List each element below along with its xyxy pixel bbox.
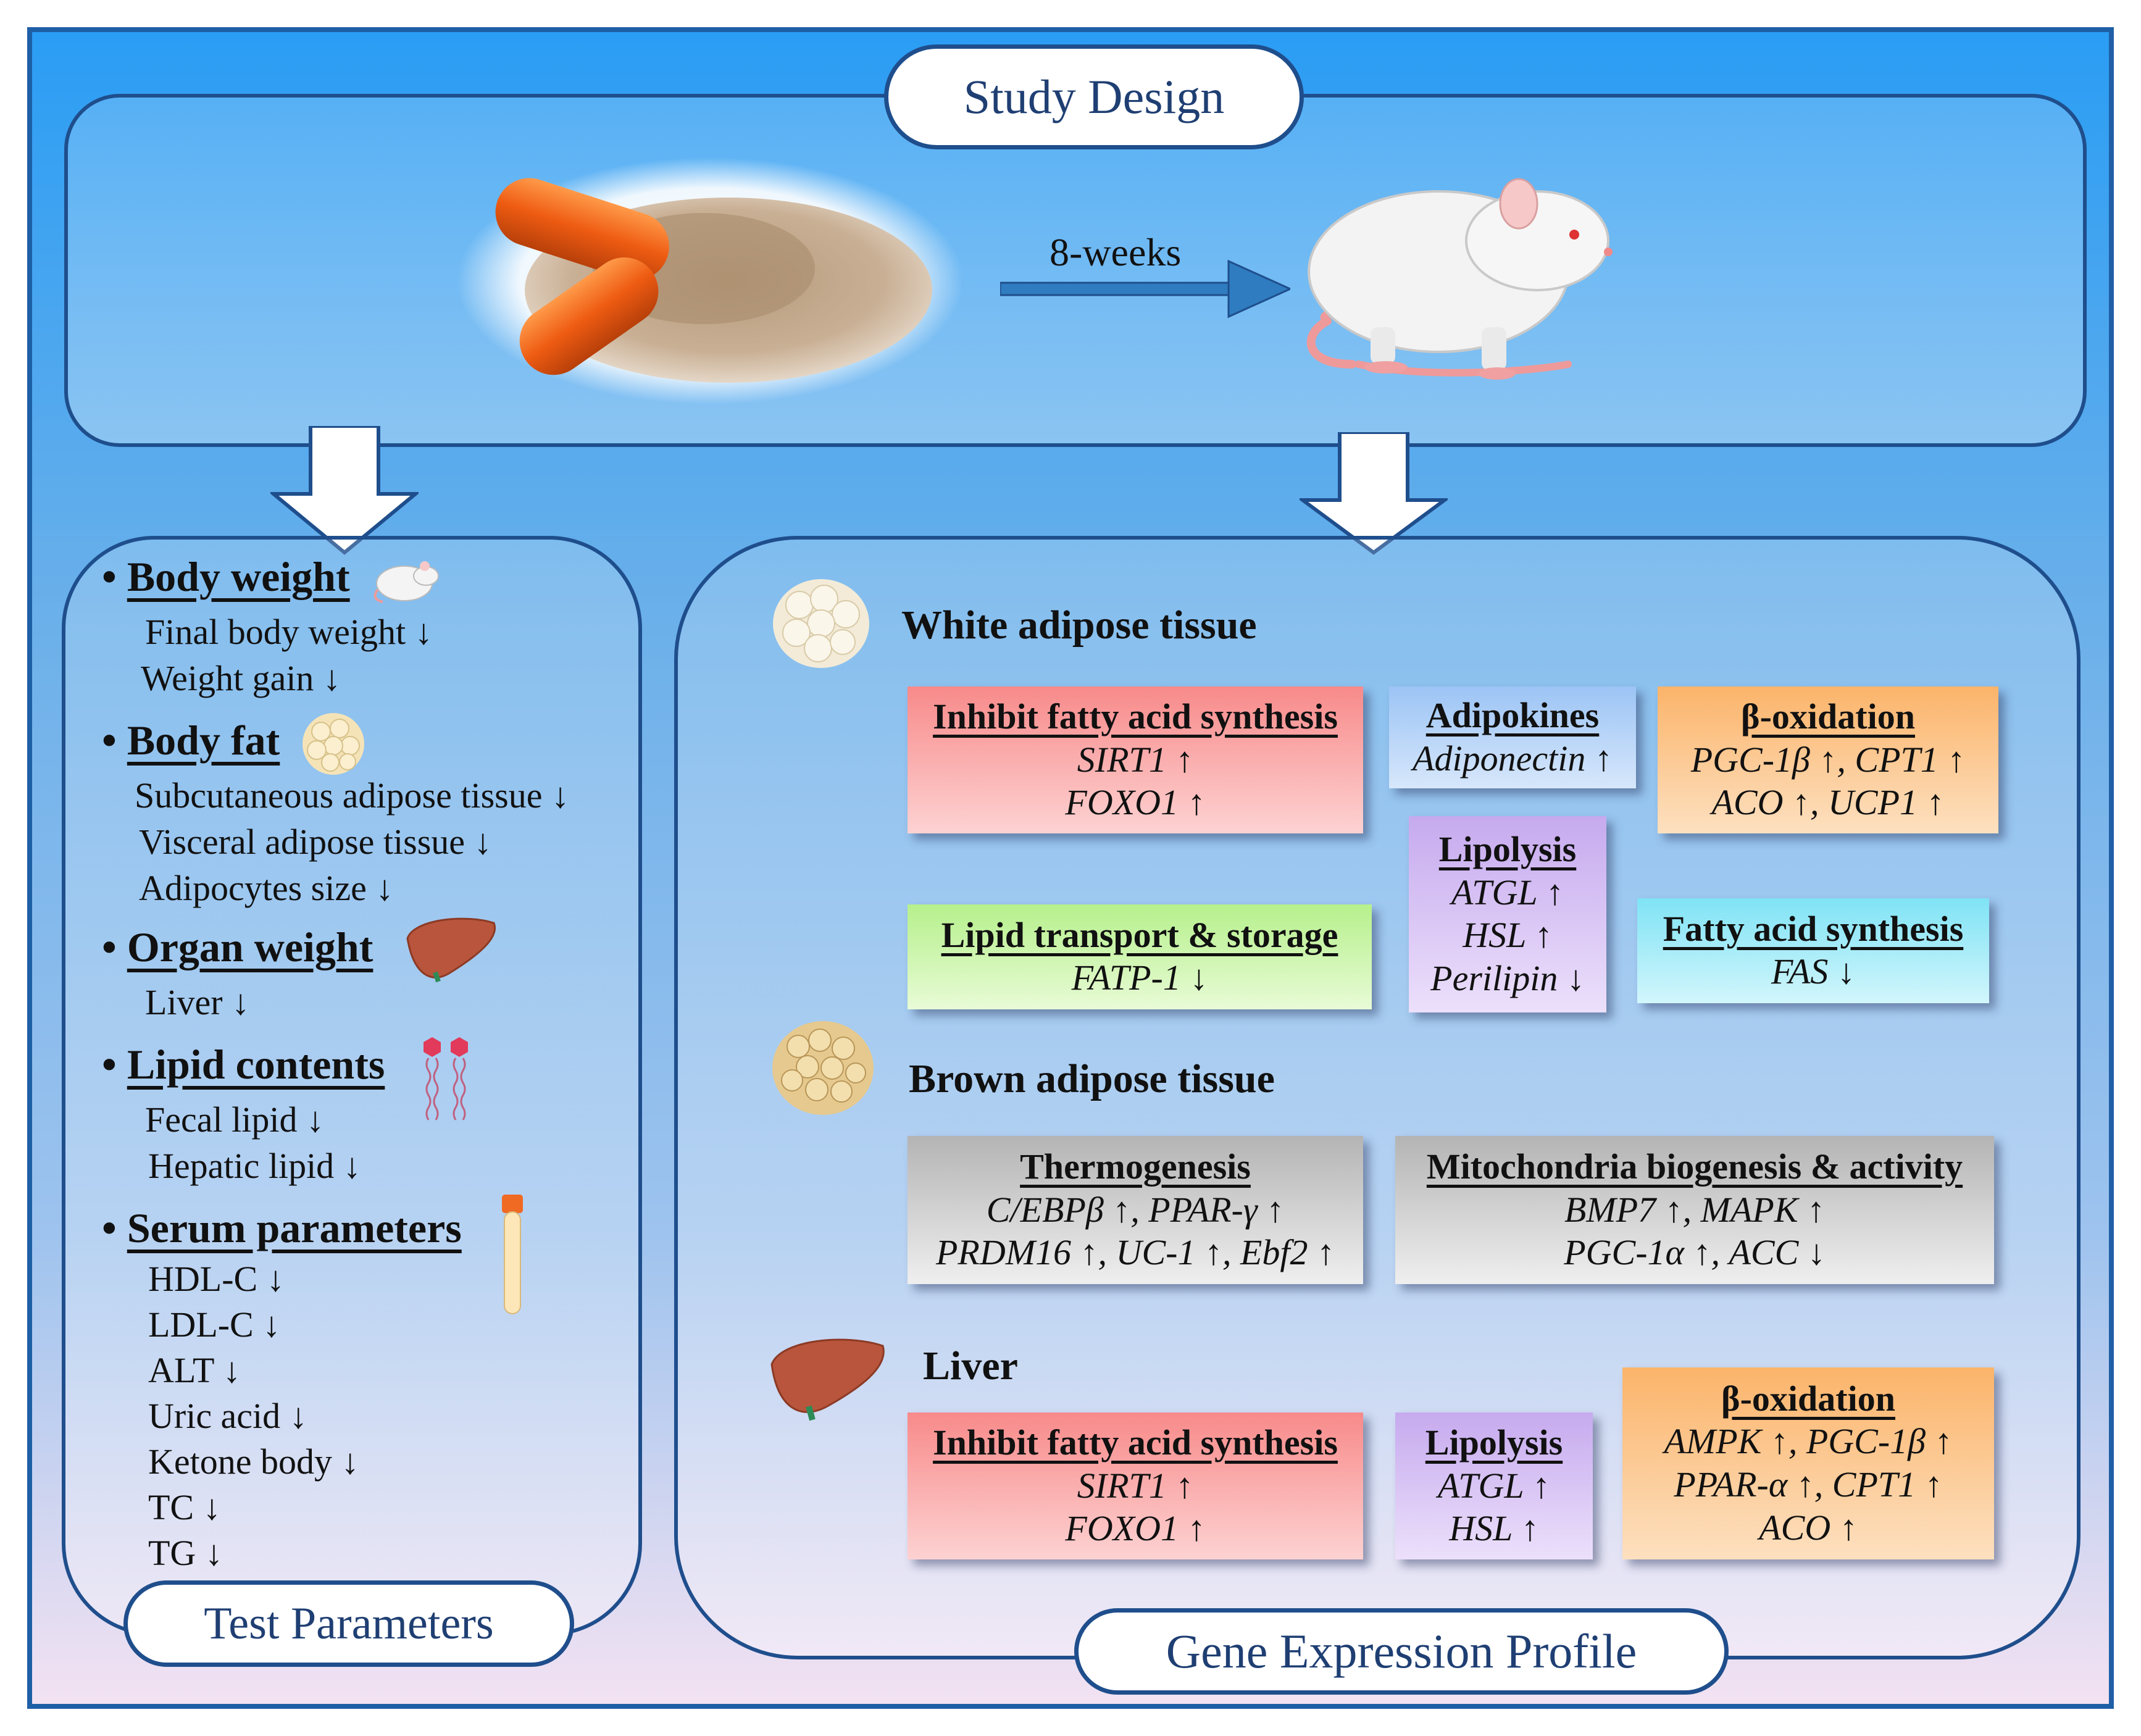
gene-line: FOXO1 ↑ xyxy=(1065,1508,1206,1549)
gene-line: ATGL ↑ xyxy=(1437,1465,1551,1506)
organ-weight-item: Liver ↓ xyxy=(145,982,250,1022)
liver-title: Liver xyxy=(923,1343,1018,1388)
gene-line: FOXO1 ↑ xyxy=(1065,782,1206,823)
box-title: Adipokines xyxy=(1425,695,1600,736)
gene-expression-title: Gene Expression Profile xyxy=(1074,1608,1729,1695)
liver-inhibit-fas-box: Inhibit fatty acid synthesis SIRT1 ↑ FOX… xyxy=(908,1413,1363,1559)
organ-weight-heading: • Organ weight xyxy=(102,924,374,970)
body-weight-item: Final body weight ↓ xyxy=(145,612,433,652)
box-title: Inhibit fatty acid synthesis xyxy=(933,1422,1338,1463)
gene-line: ACO ↑, UCP1 ↑ xyxy=(1711,782,1945,823)
gene-line: PPAR-α ↑, CPT1 ↑ xyxy=(1674,1464,1943,1504)
body-fat-heading: • Body fat xyxy=(102,717,280,764)
body-weight-item: Weight gain ↓ xyxy=(141,658,341,698)
serum-item: Uric acid ↓ xyxy=(148,1396,307,1436)
duration-arrow xyxy=(1000,259,1290,319)
down-arrow-right xyxy=(1300,432,1448,555)
lipid-contents-item: Fecal lipid ↓ xyxy=(145,1100,324,1140)
phospholipid-icon xyxy=(424,1037,468,1120)
box-title: Thermogenesis xyxy=(1020,1146,1251,1187)
gene-line: BMP7 ↑, MAPK ↑ xyxy=(1564,1189,1826,1230)
serum-heading: • Serum parameters xyxy=(102,1204,462,1251)
gene-line: PGC-1β ↑, CPT1 ↑ xyxy=(1690,739,1966,780)
bat-thermogenesis-box: Thermogenesis C/EBPβ ↑, PPAR-γ ↑ PRDM16 … xyxy=(908,1136,1363,1284)
gene-line: SIRT1 ↑ xyxy=(1077,739,1194,780)
study-design-panel xyxy=(64,94,2087,447)
serum-item: ALT ↓ xyxy=(148,1350,241,1390)
gene-line: ACO ↑ xyxy=(1759,1507,1858,1548)
serum-item: Ketone body ↓ xyxy=(148,1442,359,1482)
gene-line: PRDM16 ↑, UC-1 ↑, Ebf2 ↑ xyxy=(936,1232,1335,1273)
brown-fat-cells-icon xyxy=(772,1021,874,1115)
liver-lipolysis-box: Lipolysis ATGL ↑ HSL ↑ xyxy=(1395,1413,1593,1559)
wat-adipokines-box: Adipokines Adiponectin ↑ xyxy=(1389,686,1636,788)
rat-image xyxy=(1306,178,1613,380)
box-title: β-oxidation xyxy=(1721,1378,1895,1419)
wat-lipid-transport-box: Lipid transport & storage FATP-1 ↓ xyxy=(908,904,1372,1009)
blood-tube-icon xyxy=(502,1195,523,1314)
bat-mito-box: Mitochondria biogenesis & activity BMP7 … xyxy=(1395,1136,1994,1284)
mouse-icon xyxy=(374,561,439,603)
down-arrow-left xyxy=(270,426,419,555)
gene-line: ATGL ↑ xyxy=(1451,872,1564,912)
liver-icon xyxy=(406,917,496,983)
serum-item: LDL-C ↓ xyxy=(148,1304,281,1345)
gene-line: Adiponectin ↑ xyxy=(1413,738,1613,778)
wat-beta-ox-box: β-oxidation PGC-1β ↑, CPT1 ↑ ACO ↑, UCP1… xyxy=(1658,686,1998,833)
serum-item: TG ↓ xyxy=(148,1533,223,1573)
body-weight-heading: • Body weight xyxy=(102,553,350,600)
fat-cells-icon xyxy=(303,713,364,775)
wat-inhibit-fas-box: Inhibit fatty acid synthesis SIRT1 ↑ FOX… xyxy=(908,686,1363,833)
wat-lipolysis-box: Lipolysis ATGL ↑ HSL ↑ Perilipin ↓ xyxy=(1409,816,1606,1012)
body-fat-item: Visceral adipose tissue ↓ xyxy=(139,822,492,862)
test-parameters-title: Test Parameters xyxy=(123,1580,574,1667)
wat-title: White adipose tissue xyxy=(901,603,1257,648)
capsules-powder-image xyxy=(457,157,963,404)
lipid-contents-heading: • Lipid contents xyxy=(102,1041,385,1088)
gene-line: FATP-1 ↓ xyxy=(1071,958,1208,998)
duration-label: 8-weeks xyxy=(1050,230,1182,274)
white-fat-cells-icon xyxy=(773,579,869,668)
gene-line: HSL ↑ xyxy=(1449,1508,1539,1549)
gene-line: AMPK ↑, PGC-1β ↑ xyxy=(1664,1421,1953,1462)
gene-line: Perilipin ↓ xyxy=(1430,958,1585,999)
liver-section-icon xyxy=(770,1338,885,1421)
box-title: β-oxidation xyxy=(1741,696,1915,737)
serum-item: TC ↓ xyxy=(148,1487,221,1527)
gene-line: HSL ↑ xyxy=(1463,915,1553,956)
bat-title: Brown adipose tissue xyxy=(909,1056,1275,1101)
wat-fas-box: Fatty acid synthesis FAS ↓ xyxy=(1637,898,1989,1003)
liver-beta-ox-box: β-oxidation AMPK ↑, PGC-1β ↑ PPAR-α ↑, C… xyxy=(1622,1367,1994,1559)
box-title: Mitochondria biogenesis & activity xyxy=(1426,1146,1963,1187)
gene-line: SIRT1 ↑ xyxy=(1077,1465,1194,1506)
box-title: Lipid transport & storage xyxy=(941,914,1338,955)
study-design-title: Study Design xyxy=(884,44,1304,149)
gene-line: PGC-1α ↑, ACC ↓ xyxy=(1564,1232,1826,1273)
box-title: Lipolysis xyxy=(1438,829,1577,870)
box-title: Inhibit fatty acid synthesis xyxy=(933,696,1338,737)
body-fat-item: Subcutaneous adipose tissue ↓ xyxy=(135,775,569,816)
serum-item: HDL-C ↓ xyxy=(148,1259,285,1299)
box-title: Lipolysis xyxy=(1425,1422,1563,1463)
lipid-contents-item: Hepatic lipid ↓ xyxy=(148,1146,361,1186)
gene-line: FAS ↓ xyxy=(1771,951,1855,992)
box-title: Fatty acid synthesis xyxy=(1663,908,1964,949)
body-fat-item: Adipocytes size ↓ xyxy=(139,868,394,908)
gene-line: C/EBPβ ↑, PPAR-γ ↑ xyxy=(986,1189,1285,1230)
